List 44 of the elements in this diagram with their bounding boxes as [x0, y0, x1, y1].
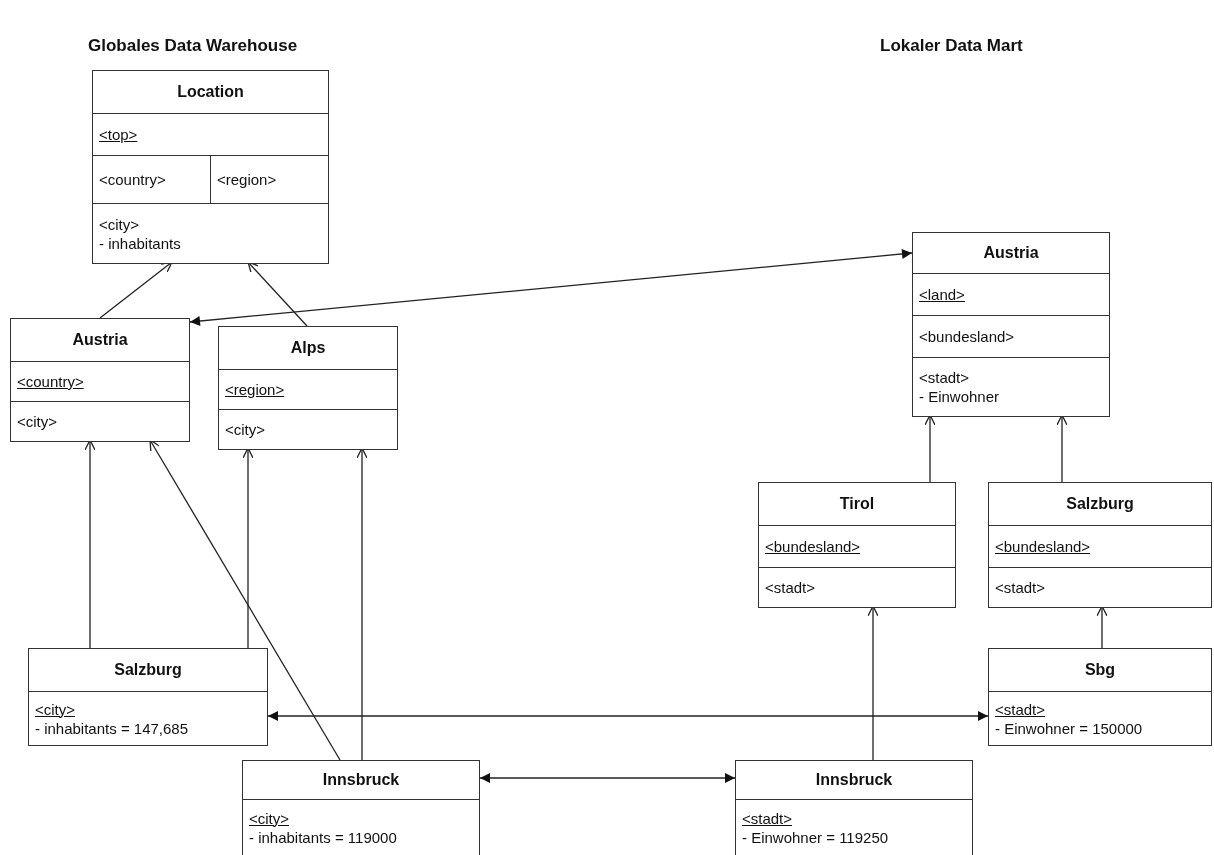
class-box	[242, 760, 480, 855]
class-box	[92, 70, 329, 264]
class-name: Innsbruck	[322, 771, 400, 789]
attribute-text: <stadt>	[765, 578, 816, 597]
class-box	[988, 482, 1212, 608]
class-box	[988, 648, 1212, 746]
class-name: Alps	[290, 339, 326, 357]
arrow	[267, 711, 989, 721]
attribute-text: <city>	[225, 420, 266, 439]
class-box	[10, 318, 190, 442]
class-name: Location	[177, 83, 244, 101]
class-name: Austria	[983, 244, 1039, 262]
arrow	[479, 773, 736, 783]
heading: Lokaler Data Mart	[880, 36, 1023, 56]
heading: Globales Data Warehouse	[88, 36, 298, 56]
attribute-text: <stadt> - Einwohner = 150000	[995, 699, 1143, 738]
class-name: Austria	[72, 331, 128, 349]
attribute-text: <top>	[99, 125, 138, 144]
attribute-text: <country>	[99, 170, 166, 189]
attribute-text: <bundesland>	[765, 537, 861, 556]
attribute-text: <land>	[919, 285, 965, 304]
class-name: Innsbruck	[815, 771, 893, 789]
attribute-text: <country>	[17, 372, 84, 391]
attribute-text: <stadt> - Einwohner	[919, 368, 1000, 406]
attribute-text: <bundesland>	[995, 537, 1091, 556]
arrow	[189, 248, 913, 327]
attribute-text: <city>	[17, 412, 58, 431]
class-box	[758, 482, 956, 608]
attribute-text: <city> - inhabitants = 119000	[249, 808, 397, 847]
attribute-text: <region>	[217, 170, 277, 189]
class-box	[28, 648, 268, 746]
class-box	[912, 232, 1110, 417]
class-name: Salzburg	[1066, 495, 1134, 513]
class-box	[735, 760, 973, 855]
attribute-text: <bundesland>	[919, 327, 1015, 346]
class-box	[218, 326, 398, 450]
attribute-text: <city> - inhabitants = 147,685	[35, 699, 189, 738]
attribute-text: <stadt>	[995, 578, 1046, 597]
class-name: Tirol	[839, 495, 875, 513]
attribute-text: <stadt> - Einwohner = 119250	[742, 808, 889, 847]
attribute-text: <region>	[225, 380, 285, 399]
class-name: Sbg	[1084, 661, 1116, 679]
attribute-text: <city> - inhabitants	[99, 214, 181, 253]
class-name: Salzburg	[114, 661, 182, 679]
